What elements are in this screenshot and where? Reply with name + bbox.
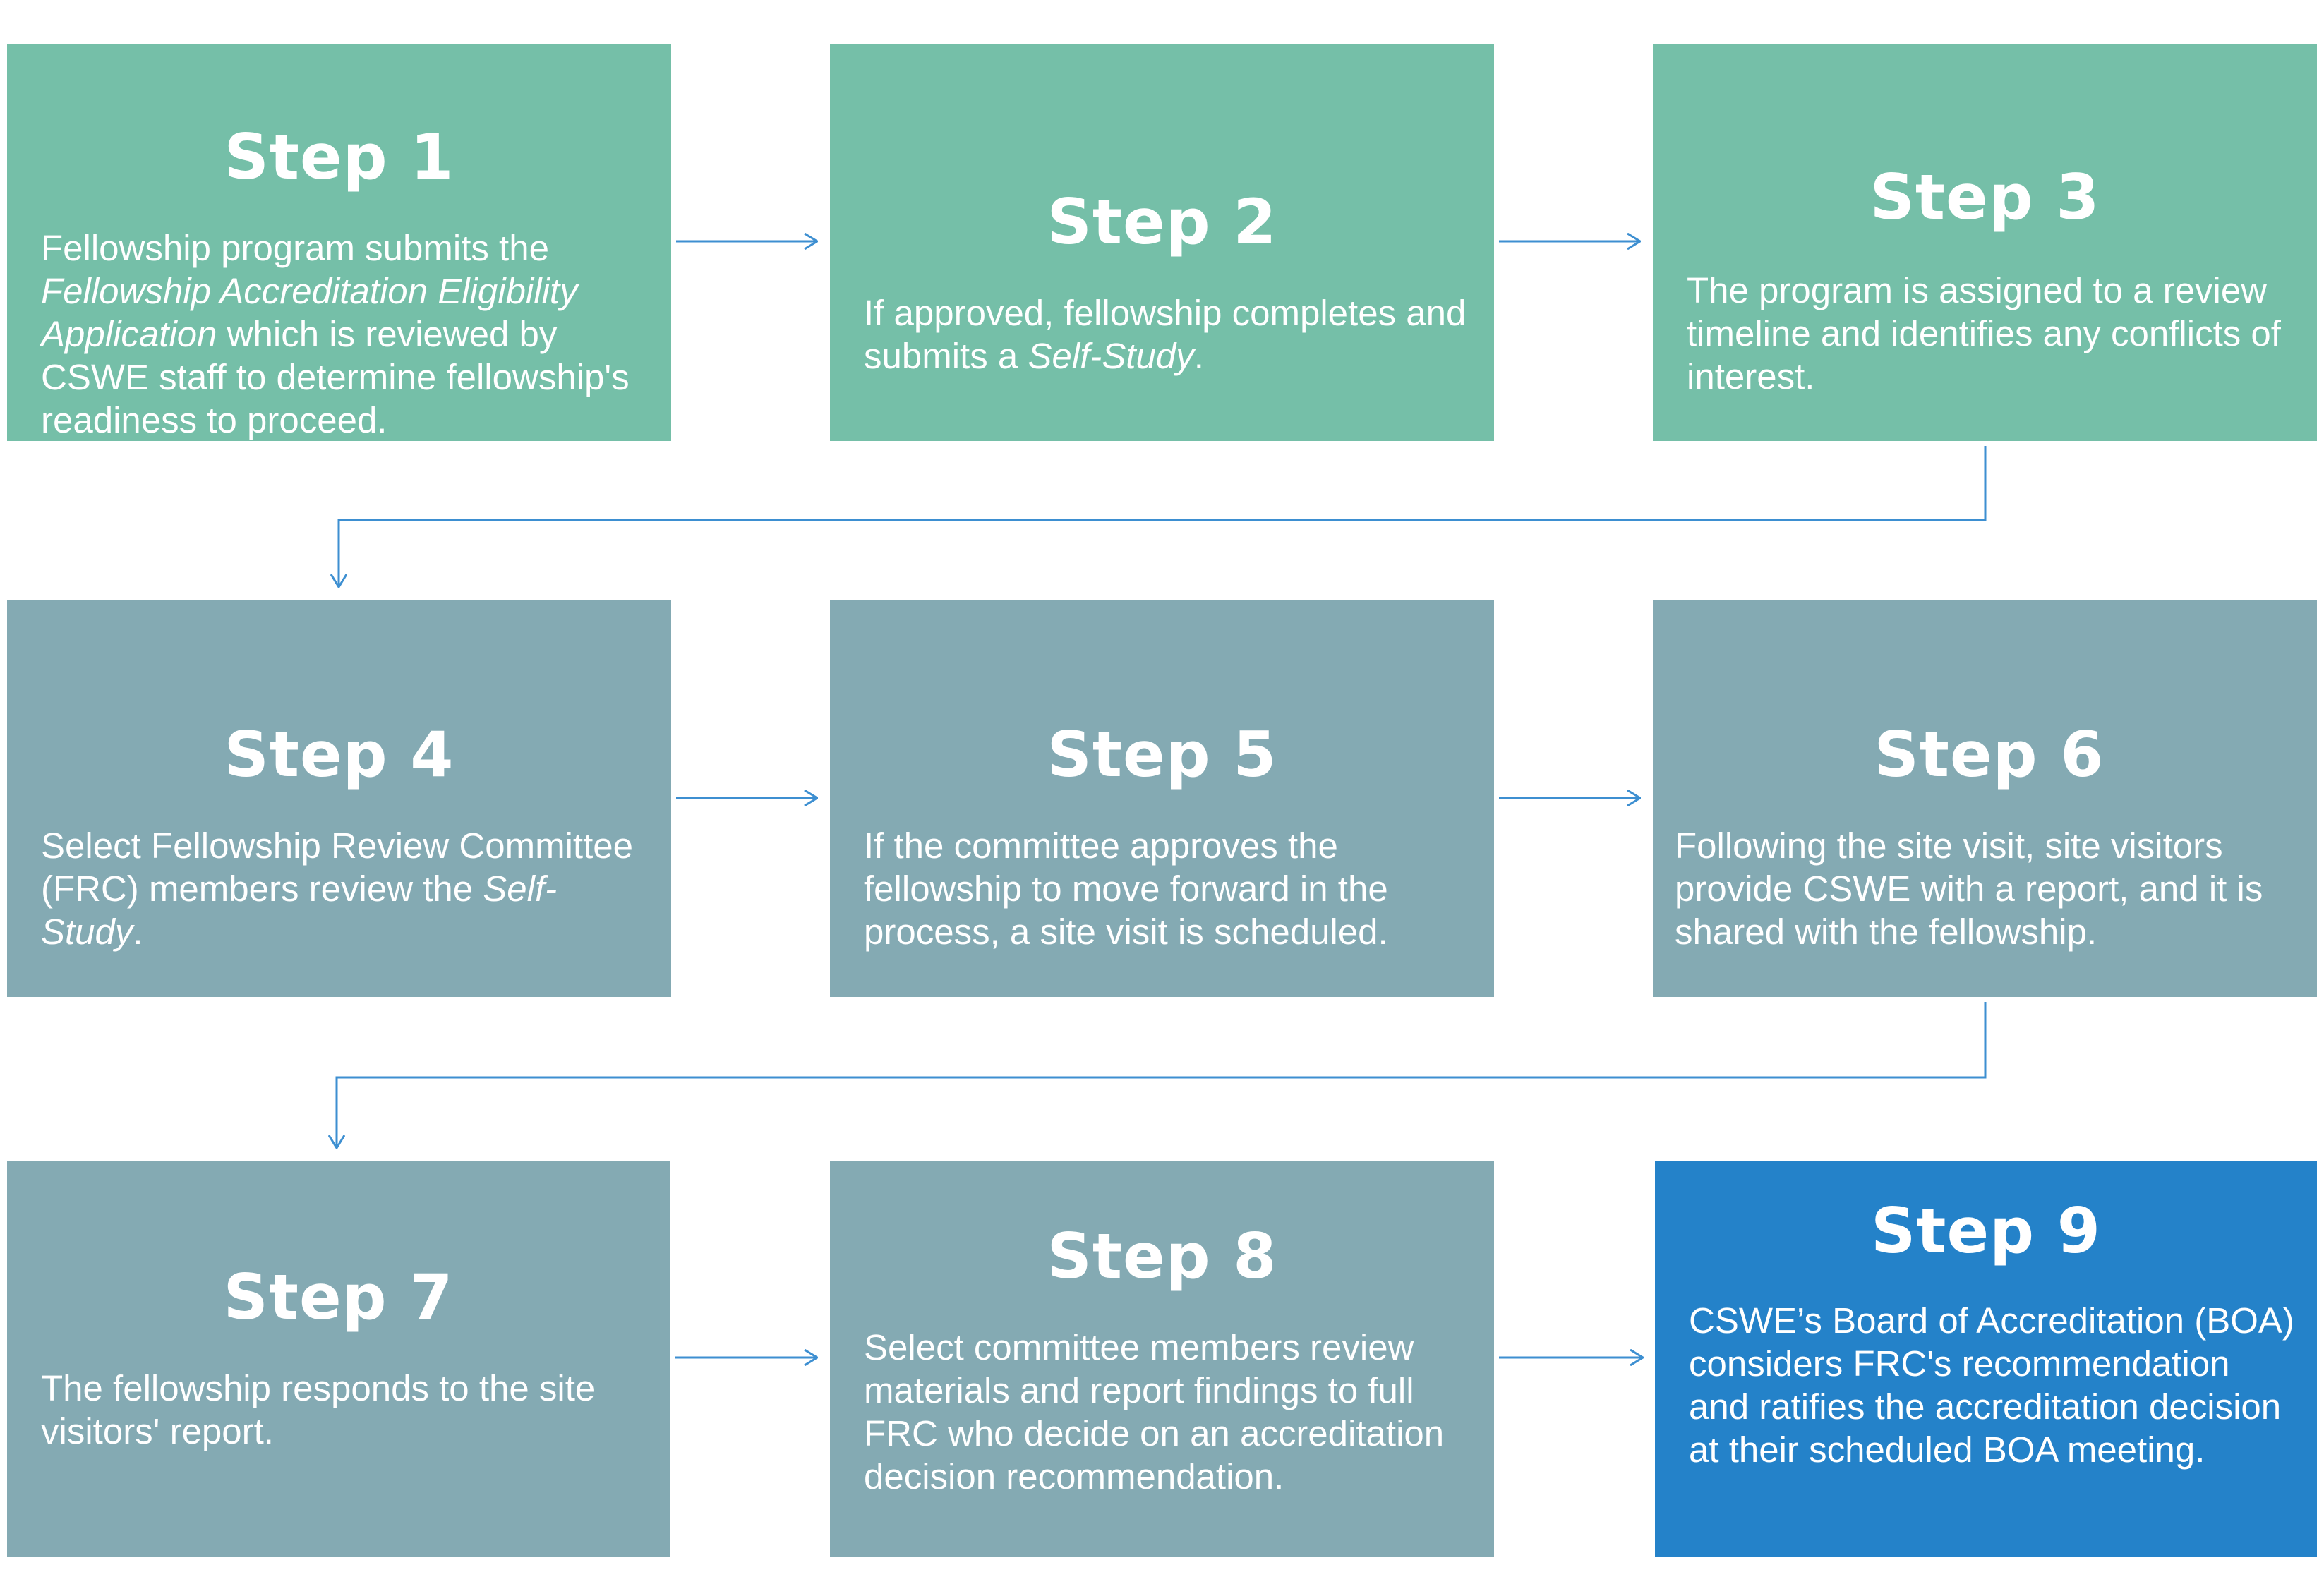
step-5-box: Step 5 If the committee approves the fel… [830,600,1494,997]
step-9-box: Step 9 CSWE’s Board of Accreditation (BO… [1655,1161,2317,1557]
description-text: . [1193,336,1204,376]
step-1-box: Step 1 Fellowship program submits the Fe… [7,44,671,441]
step-2-box: Step 2 If approved, fellowship completes… [830,44,1494,441]
step-4-description: Select Fellowship Review Committee (FRC)… [41,824,648,953]
step-1-title: Step 1 [224,121,454,193]
step-7-description: The fellowship responds to the site visi… [41,1367,648,1453]
description-italic-text: Self-Study [41,869,558,952]
step-1-description: Fellowship program submits the Fellowshi… [41,226,655,442]
description-text: Fellowship program submits the [41,228,549,268]
step-5-description: If the committee approves the fellowship… [864,824,1471,953]
arrow-step3-to-step4 [339,446,1987,587]
description-text: CSWE’s Board of Accreditation (BOA) cons… [1689,1300,2294,1470]
step-6-box: Step 6 Following the site visit, site vi… [1653,600,2317,997]
description-text: Following the site visit, site visitors … [1675,826,2263,952]
description-text: The program is assigned to a review time… [1687,270,2281,397]
step-4-title: Step 4 [224,718,454,791]
description-text: If approved, fellowship completes and su… [864,293,1467,376]
step-5-title: Step 5 [1047,718,1277,791]
step-2-description: If approved, fellowship completes and su… [864,291,1471,377]
step-8-title: Step 8 [1047,1220,1277,1293]
description-text: . [133,912,143,952]
step-2-title: Step 2 [1047,186,1277,258]
description-text: which is reviewed by CSWE staff to deter… [41,314,630,440]
step-3-description: The program is assigned to a review time… [1687,269,2294,398]
step-9-title: Step 9 [1871,1195,2101,1267]
step-4-box: Step 4 Select Fellowship Review Committe… [7,600,671,997]
description-italic-text: Self-Study [1028,336,1194,376]
description-text: Select committee members review material… [864,1327,1445,1497]
step-9-description: CSWE’s Board of Accreditation (BOA) cons… [1689,1299,2296,1471]
step-7-box: Step 7 The fellowship responds to the si… [7,1161,670,1557]
description-text: The fellowship responds to the site visi… [41,1368,596,1451]
description-text: If the committee approves the fellowship… [864,826,1388,952]
arrow-step6-to-step7 [337,1002,1987,1148]
step-6-title: Step 6 [1874,718,2105,791]
description-text: Select Fellowship Review Committee (FRC)… [41,826,633,909]
step-7-title: Step 7 [223,1261,454,1334]
description-italic-text: Fellowship Accreditation Eligibility App… [41,271,578,354]
step-3-box: Step 3 The program is assigned to a revi… [1653,44,2317,441]
step-8-description: Select committee members review material… [864,1326,1471,1498]
step-8-box: Step 8 Select committee members review m… [830,1161,1494,1557]
step-6-description: Following the site visit, site visitors … [1675,824,2296,953]
step-3-title: Step 3 [1870,161,2100,234]
